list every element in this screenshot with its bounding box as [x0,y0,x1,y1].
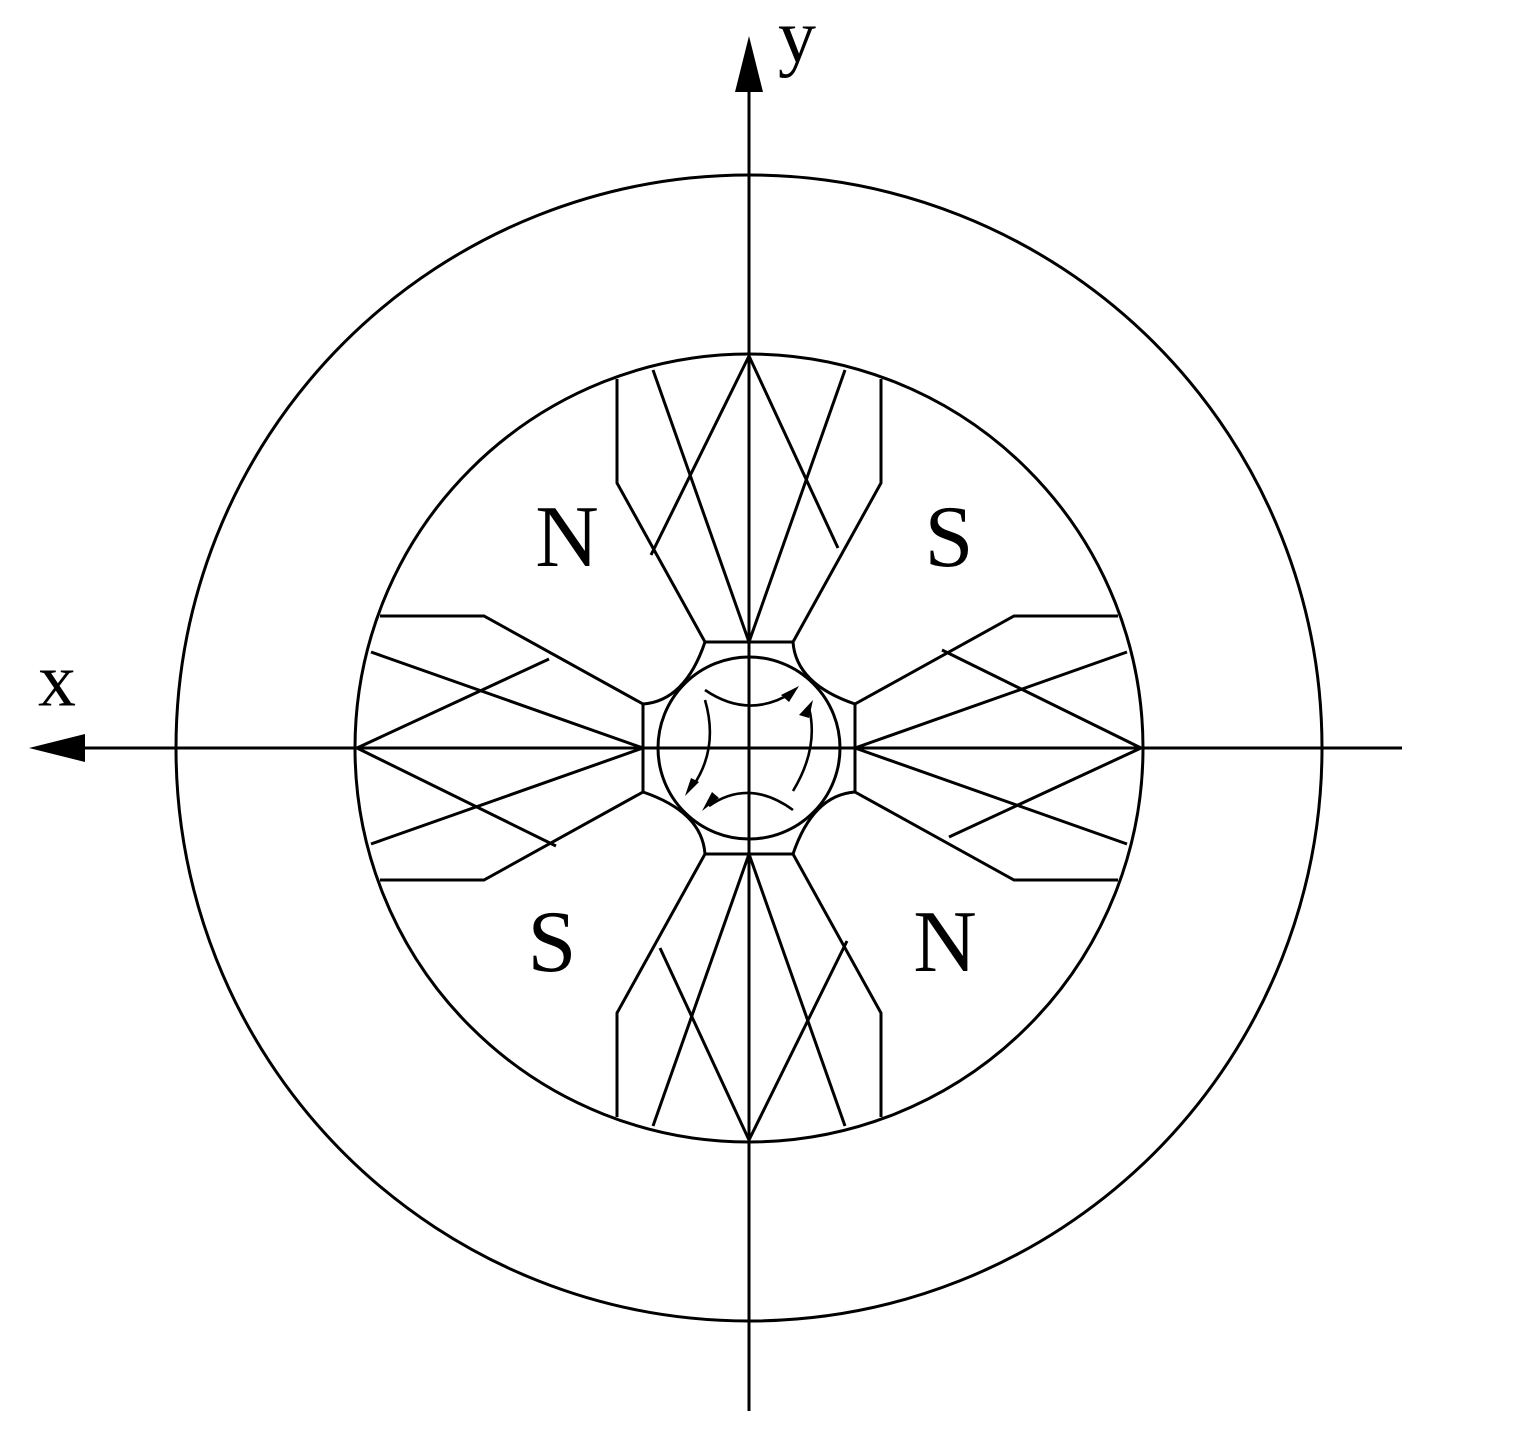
pole-label-bottom-left: S [528,894,577,991]
pole-label-top-right: S [925,489,974,586]
y-axis-arrowhead [735,36,763,92]
pole-label-bottom-right: N [913,894,977,991]
x-axis-label: x [38,638,76,722]
pole-label-top-left: N [535,489,599,586]
y-axis-label: y [778,0,816,78]
x-axis-arrowhead [29,734,85,762]
